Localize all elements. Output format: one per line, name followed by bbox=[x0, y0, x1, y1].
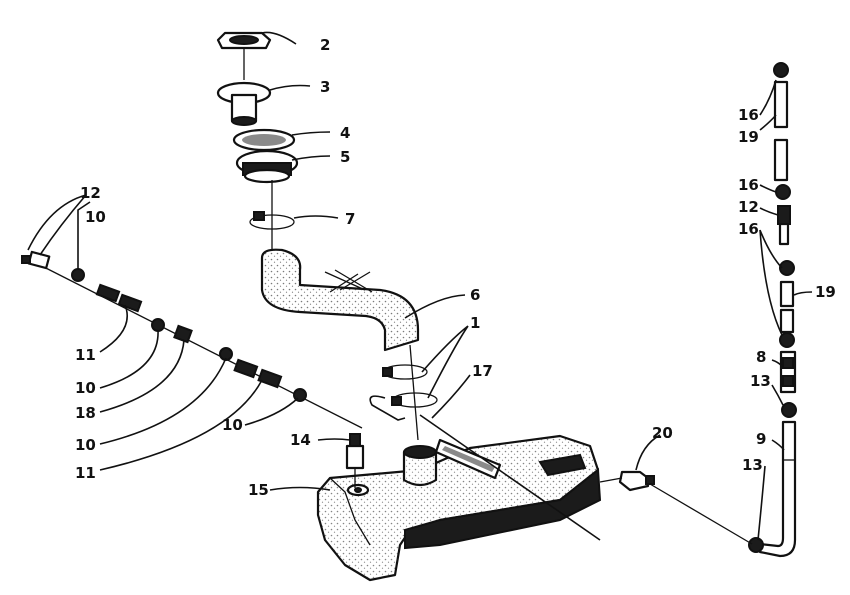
callout-13-upper: 13 bbox=[750, 372, 771, 390]
callout-16-low: 16 bbox=[738, 220, 759, 238]
fuel-hose-right-lower bbox=[779, 280, 795, 334]
callout-13-lower: 13 bbox=[742, 456, 763, 474]
fuel-hose-right-upper bbox=[773, 80, 789, 182]
callout-10-upper: 10 bbox=[75, 379, 96, 397]
callout-10-lower: 10 bbox=[75, 436, 96, 454]
callout-20: 20 bbox=[652, 424, 673, 442]
right-fuel-line bbox=[748, 62, 797, 558]
callout-16-mid: 16 bbox=[738, 176, 759, 194]
inline-fuel-filter-left bbox=[21, 250, 51, 270]
callout-18: 18 bbox=[75, 404, 96, 422]
filler-gasket bbox=[232, 128, 296, 152]
tank-filler-neck bbox=[402, 445, 438, 487]
vent-hook bbox=[369, 395, 406, 421]
hose-clamp-left-1 bbox=[71, 268, 85, 282]
callout-7: 7 bbox=[345, 210, 355, 228]
callout-14: 14 bbox=[290, 431, 311, 449]
callout-11-upper: 11 bbox=[75, 346, 96, 364]
callout-1: 1 bbox=[470, 314, 480, 332]
callout-labels: 2 3 4 5 7 6 1 17 12 10 11 10 18 10 11 10… bbox=[75, 36, 836, 499]
callout-3: 3 bbox=[320, 78, 330, 96]
hose-clamps bbox=[382, 344, 438, 441]
callout-11-lower: 11 bbox=[75, 464, 96, 482]
callout-5: 5 bbox=[340, 148, 350, 166]
fuel-hose-segment-left-2 bbox=[233, 358, 283, 389]
hose-clamp-upper bbox=[249, 180, 295, 250]
hose-clamp-left-2 bbox=[151, 318, 165, 332]
filler-hose bbox=[260, 248, 420, 352]
callout-6: 6 bbox=[470, 286, 480, 304]
callout-12-left: 12 bbox=[80, 184, 101, 202]
fuel-connector-left bbox=[173, 324, 193, 344]
hose-clamp-right-bottom bbox=[748, 537, 764, 553]
callout-19-top: 19 bbox=[738, 128, 759, 146]
callout-8: 8 bbox=[756, 348, 766, 366]
callout-12-right: 12 bbox=[738, 198, 759, 216]
filler-cap-adapter bbox=[216, 81, 272, 126]
callout-9: 9 bbox=[756, 430, 766, 448]
callout-2: 2 bbox=[320, 36, 330, 54]
callout-19-right: 19 bbox=[815, 283, 836, 301]
leader-lines bbox=[27, 31, 813, 541]
hose-clamp-right-mid bbox=[775, 184, 791, 200]
callout-10-top: 10 bbox=[85, 208, 106, 226]
fuel-return-hose bbox=[758, 420, 797, 558]
fuel-cap bbox=[216, 31, 272, 80]
hose-clamp-right-top bbox=[773, 62, 789, 78]
left-fuel-line bbox=[21, 250, 363, 429]
callout-10-mid: 10 bbox=[222, 416, 243, 434]
elbow-fitting bbox=[599, 470, 753, 545]
inline-fuel-filter-right bbox=[777, 205, 791, 246]
callout-16-top: 16 bbox=[738, 106, 759, 124]
tank-vent-line bbox=[419, 414, 601, 541]
filler-neck-flange bbox=[235, 149, 299, 184]
callout-15: 15 bbox=[248, 481, 269, 499]
fuel-fitting-right bbox=[779, 350, 797, 394]
callout-4: 4 bbox=[340, 124, 350, 142]
callout-17: 17 bbox=[472, 362, 493, 380]
fuel-hose-segment-left-1 bbox=[95, 283, 143, 313]
hose-clamp-right-lower bbox=[781, 402, 797, 418]
fuel-tank bbox=[316, 434, 602, 582]
